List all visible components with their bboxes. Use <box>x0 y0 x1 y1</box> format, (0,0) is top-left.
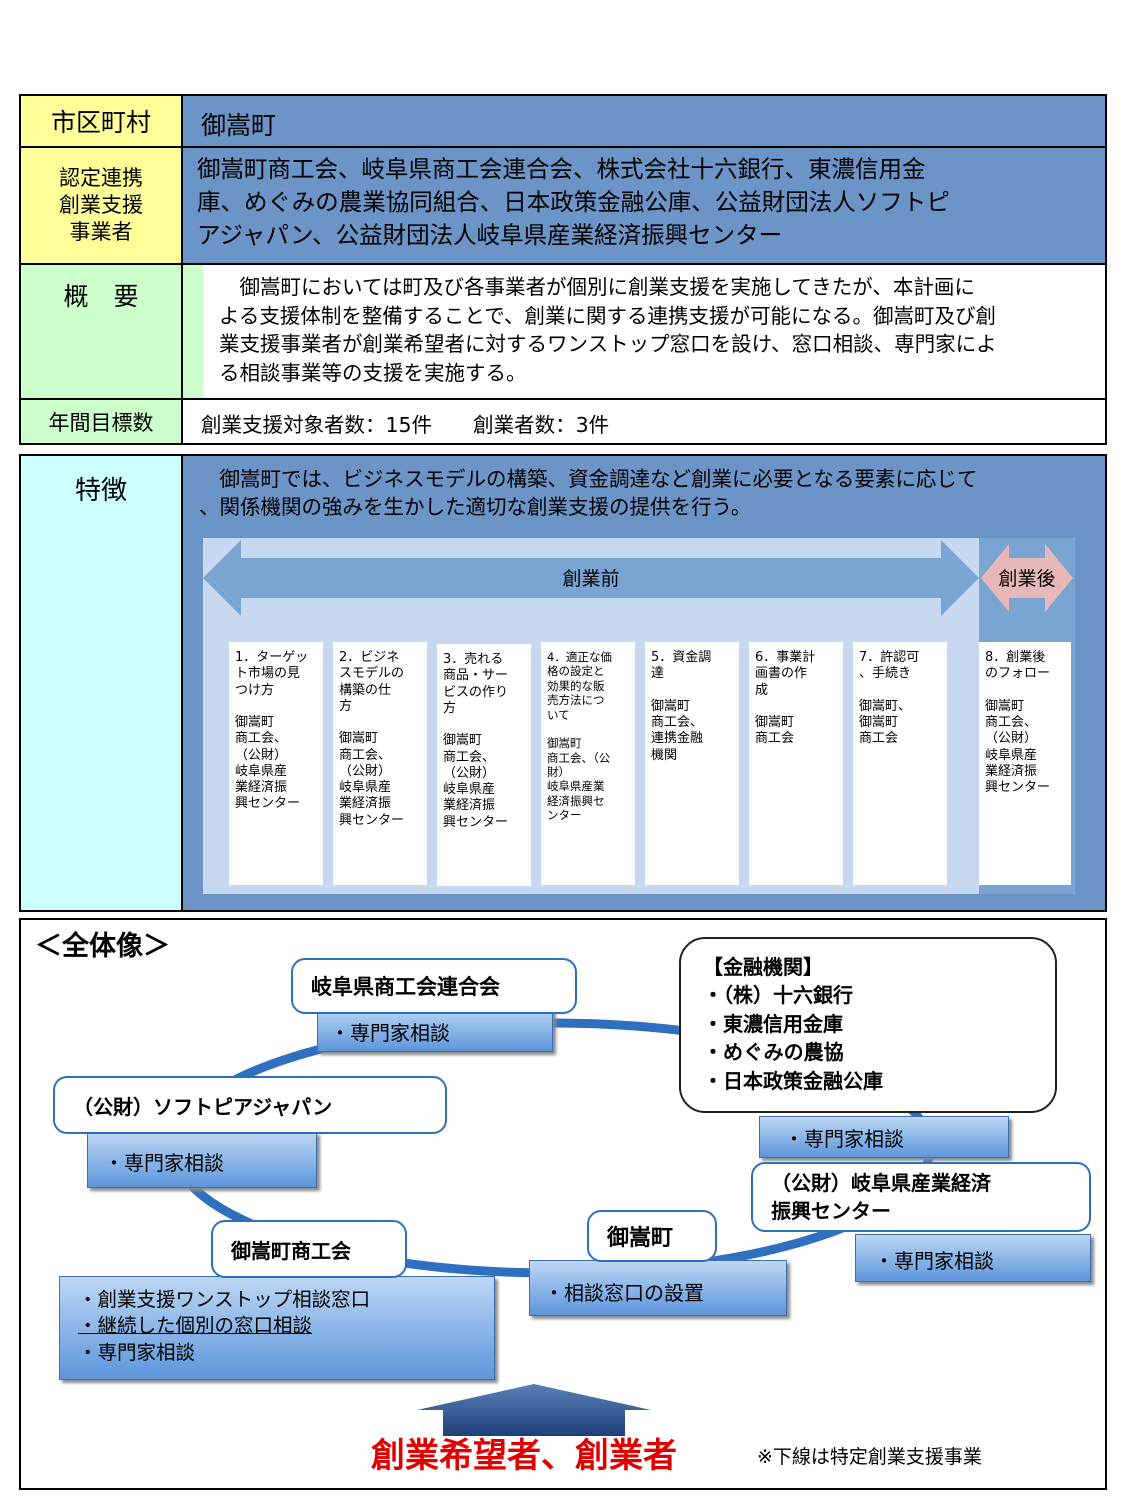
features-description: 御嵩町では、ビジネスモデルの構築、資金調達など創業に必要となる要素に応じて 、関… <box>199 467 978 519</box>
targets-value: 創業支援対象者数：15件 創業者数：3件 <box>201 413 610 437</box>
municipality-value: 御嵩町 <box>183 96 1105 146</box>
overview-section: ＜全体像＞ ・専門家相談 岐阜県商工会連合会 ・専門家相談 （公財）ソフトピアジ… <box>19 918 1107 1490</box>
upward-arrow <box>417 1384 651 1436</box>
step-card-7: 7．許認可 、手続き 御嵩町、 御嵩町 商工会 <box>853 642 947 885</box>
info-table: 市区町村 御嵩町 認定連携 創業支援 事業者 御嵩町商工会、岐阜県商工会連合会、… <box>19 94 1107 445</box>
step-card-2: 2．ビジネ スモデルの 構築の仕 方 御嵩町 商工会、 （公財） 岐阜県産 業経… <box>333 642 427 885</box>
finance-item: ・日本政策金融公庫 <box>703 1068 883 1093</box>
chamber-service-item: ・専門家相談 <box>78 1340 196 1364</box>
row-municipality: 市区町村 御嵩町 <box>21 96 1105 148</box>
row-overview: 概 要 御嵩町においては町及び各事業者が個別に創業支援を実施してきたが、本計画に… <box>21 265 1105 400</box>
finance-box: 【金融機関】 ・（株）十六銀行 ・東濃信用金庫 ・めぐみの農協 ・日本政策金融公… <box>679 937 1057 1113</box>
step-card-1: 1．ターゲッ ト市場の見 つけ方 御嵩町 商工会、 （公財） 岐阜県産 業経済振… <box>229 642 323 885</box>
finance-item: ・（株）十六銀行 <box>703 983 853 1008</box>
features-section: 特徴 御嵩町では、ビジネスモデルの構築、資金調達など創業に必要となる要素に応じて… <box>19 454 1107 912</box>
industry-center-service: ・専門家相談 <box>855 1234 1091 1282</box>
row-targets: 年間目標数 創業支援対象者数：15件 創業者数：3件 <box>21 400 1105 443</box>
features-label: 特徴 <box>21 456 183 910</box>
targets-label: 年間目標数 <box>21 400 183 443</box>
step-card-5: 5．資金調 達 御嵩町 商工会、 連携金融 機関 <box>645 642 739 885</box>
overview-label: 概 要 <box>21 265 183 398</box>
finance-service: ・専門家相談 <box>759 1116 1009 1158</box>
chamber-box: 御嵩町商工会 <box>211 1220 407 1278</box>
step-card-8: 8．創業後 のフォロー 御嵩町 商工会、 （公財） 岐阜県産 業経済振 興センタ… <box>979 642 1071 885</box>
town-service: ・相談窓口の設置 <box>529 1260 787 1316</box>
post-founding-arrow <box>981 544 1073 612</box>
row-partners: 認定連携 創業支援 事業者 御嵩町商工会、岐阜県商工会連合会、株式会社十六銀行、… <box>21 148 1105 265</box>
post-founding-label: 創業後 <box>998 568 1056 590</box>
partners-label: 認定連携 創業支援 事業者 <box>21 148 183 263</box>
step-card-4: 4．適正な価 格の設定と 効果的な販 売方法につ いて 御嵩町 商工会、（公 財… <box>541 642 635 885</box>
chamber-service-item: ・創業支援ワンストップ相談窓口 <box>78 1288 371 1311</box>
finance-heading: 【金融機関】 <box>703 955 823 979</box>
step-card-6: 6．事業計 画書の作 成 御嵩町 商工会 <box>749 642 843 885</box>
features-body: 御嵩町では、ビジネスモデルの構築、資金調達など創業に必要となる要素に応じて 、関… <box>183 456 1105 910</box>
step-card-3: 3．売れる 商品・サー ビスの作り 方 御嵩町 商工会、 （公財） 岐阜県産 業… <box>437 644 531 886</box>
target-audience: 創業希望者、創業者 <box>371 1436 677 1476</box>
pref-federation-box: 岐阜県商工会連合会 <box>291 958 577 1014</box>
overview-title: ＜全体像＞ <box>35 931 170 962</box>
underline-note: ※下線は特定創業支援事業 <box>757 1446 982 1468</box>
finance-item: ・めぐみの農協 <box>703 1040 844 1065</box>
chamber-services: ・創業支援ワンストップ相談窓口 ・継続した個別の窓口相談 ・専門家相談 <box>59 1276 495 1380</box>
finance-item: ・東濃信用金庫 <box>703 1011 843 1036</box>
chamber-service-item: ・継続した個別の窓口相談 <box>78 1314 313 1338</box>
pre-founding-arrow <box>203 540 979 616</box>
municipality-label: 市区町村 <box>21 96 183 146</box>
industry-center-box: （公財）岐阜県産業経済 振興センター <box>751 1162 1091 1232</box>
overview-value: 御嵩町においては町及び各事業者が個別に創業支援を実施してきたが、本計画に よる支… <box>183 265 1105 398</box>
town-box: 御嵩町 <box>587 1210 717 1262</box>
softopia-box: （公財）ソフトピアジャパン <box>53 1076 447 1134</box>
softopia-service: ・専門家相談 <box>87 1132 317 1188</box>
partners-value: 御嵩町商工会、岐阜県商工会連合会、株式会社十六銀行、東濃信用金 庫、めぐみの農業… <box>183 148 1105 263</box>
pre-founding-label: 創業前 <box>562 568 620 590</box>
